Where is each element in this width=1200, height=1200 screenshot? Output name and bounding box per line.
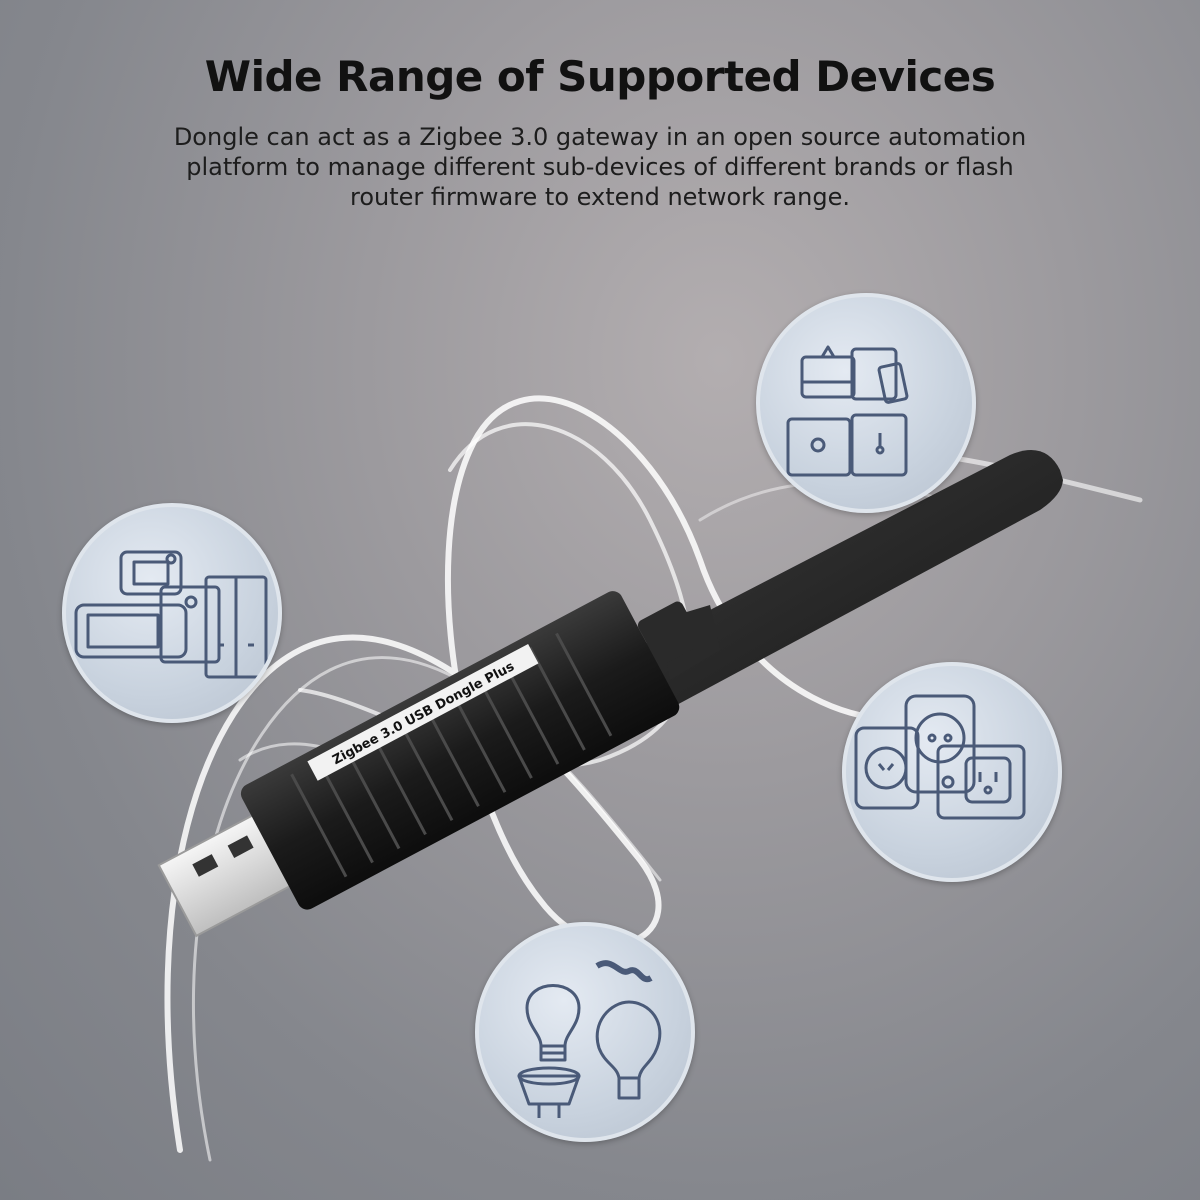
smart-plugs-icon <box>854 694 1026 820</box>
sensors-icon <box>786 345 909 477</box>
page-subtitle: Dongle can act as a Zigbee 3.0 gateway i… <box>173 123 1027 211</box>
smart-switches-badge <box>62 503 282 723</box>
product-label <box>307 643 539 781</box>
smart-plugs-badge <box>842 662 1062 882</box>
sensors-badge <box>756 293 976 513</box>
page-title: Wide Range of Supported Devices <box>204 52 996 101</box>
dongle: Zigbee 3.0 USB Dongle Plus <box>157 591 702 938</box>
dongle-housing <box>240 591 680 910</box>
smart-switches-icon <box>74 550 268 679</box>
smart-bulbs-icon <box>517 960 662 1118</box>
smart-bulbs-badge <box>475 922 695 1142</box>
